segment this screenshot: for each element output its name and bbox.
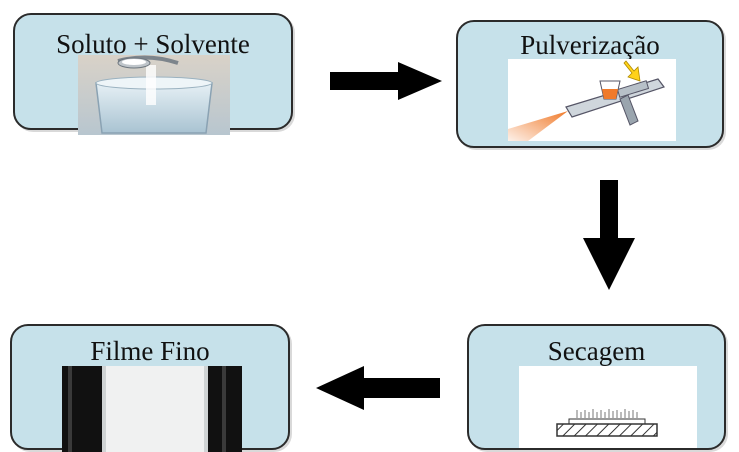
step-label: Secagem xyxy=(547,336,646,366)
spray-gun-icon xyxy=(508,59,676,141)
beaker-spoon-icon xyxy=(78,55,230,135)
step-filme-fino: Filme Fino xyxy=(10,324,290,452)
step-label: Soluto + Solvente xyxy=(56,29,250,59)
arrow-right-icon xyxy=(330,62,442,100)
step-pulverizacao: Pulverização xyxy=(456,20,724,148)
arrow-down-icon xyxy=(583,180,635,290)
step-label: Pulverização xyxy=(520,30,660,60)
thin-film-icon xyxy=(62,366,242,452)
step-secagem: Secagem xyxy=(467,324,726,450)
step-soluto-solvente: Soluto + Solvente xyxy=(13,13,293,135)
arrow-left-icon xyxy=(316,366,440,410)
step-label: Filme Fino xyxy=(90,336,210,366)
drying-plate-icon xyxy=(519,366,697,448)
